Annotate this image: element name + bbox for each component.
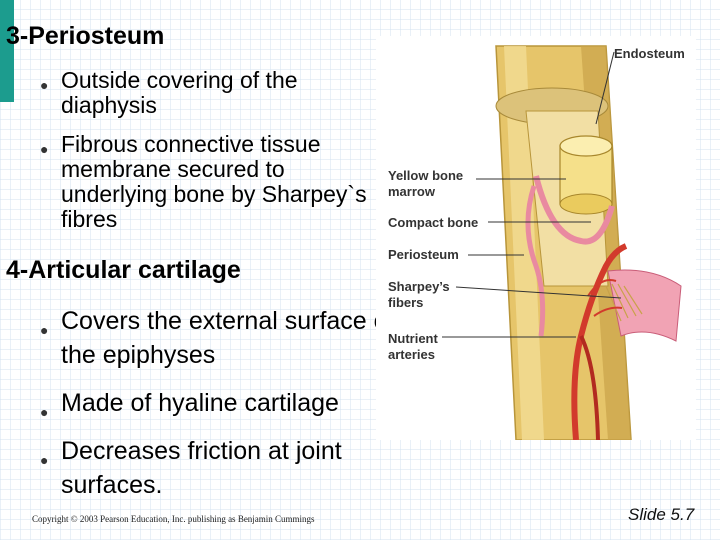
periosteum-strip: [525, 185, 546, 337]
bullet-item: ● Made of hyaline cartilage: [34, 386, 406, 420]
nutrient-artery-branch: [579, 335, 600, 441]
bullet-text: Outside covering of the diaphysis: [61, 67, 298, 118]
periosteum-bullets: ● Outside covering of the diaphysis ● Fi…: [34, 68, 381, 246]
bullet-item: ● Covers the external surface of the epi…: [34, 304, 406, 372]
bullet-text: Decreases friction at joint surfaces.: [61, 437, 342, 499]
label-yellow-bone-marrow: Yellow bone marrow: [388, 168, 464, 199]
slide-number: Slide 5.7: [628, 505, 695, 524]
heading-articular-cartilage: 4-Articular cartilage: [6, 256, 241, 284]
heading-periosteum: 3-Periosteum: [6, 22, 165, 50]
bullet-dot-icon: ●: [40, 322, 49, 338]
bone-highlight: [504, 46, 544, 440]
bullet-text: Covers the external surface of the epiph…: [61, 307, 395, 369]
yellow-marrow-top: [559, 135, 613, 157]
endosteum-lining: [533, 175, 615, 245]
yellow-marrow-bottom: [559, 193, 613, 215]
accent-bar: [0, 0, 14, 102]
long-bone-illustration: [442, 45, 682, 441]
bullet-item: ● Outside covering of the diaphysis: [34, 68, 381, 118]
bullet-item: ● Decreases friction at joint surfaces.: [34, 434, 406, 502]
sharpeys-fibers-lines: [605, 283, 643, 322]
articular-cartilage-bullets: ● Covers the external surface of the epi…: [34, 304, 406, 516]
label-nutrient-arteries: Nutrient arteries: [388, 331, 438, 362]
copyright-notice: Copyright © 2003 Pearson Education, Inc.…: [32, 514, 315, 524]
bullet-dot-icon: ●: [40, 452, 49, 468]
bullet-dot-icon: ●: [40, 77, 49, 93]
bullet-dot-icon: ●: [40, 404, 49, 420]
label-sharpeys-fibers: Sharpey’s fibers: [388, 279, 450, 310]
leader-endosteum: [595, 51, 615, 125]
periosteum-flap: [607, 269, 682, 342]
bullet-text: Fibrous connective tissue membrane secur…: [61, 131, 367, 232]
leader-sharpeys-fibers: [455, 286, 622, 299]
nutrient-artery: [571, 243, 628, 441]
artery-capillaries: [587, 279, 623, 317]
label-compact-bone: Compact bone: [388, 215, 479, 230]
bullet-text: Made of hyaline cartilage: [61, 389, 339, 417]
bullet-item: ● Fibrous connective tissue membrane sec…: [34, 132, 381, 232]
bone-structure-figure: Endosteum Yellow bone marrow Compact bon…: [376, 36, 696, 441]
bullet-dot-icon: ●: [40, 141, 49, 157]
label-periosteum: Periosteum: [388, 247, 459, 262]
label-endosteum: Endosteum: [614, 46, 685, 61]
